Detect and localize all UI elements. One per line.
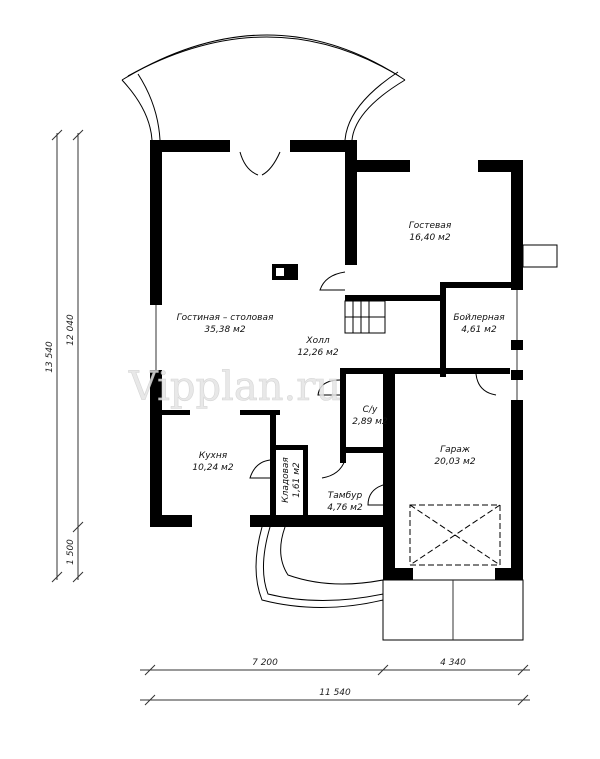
room-kitchen: Кухня 10,24 м2 [192,451,233,473]
room-living-area: 35,38 м2 [204,325,245,335]
side-canopy [522,244,558,268]
walls [150,140,523,580]
top-terrace [121,34,406,141]
room-storage-name: Кладовая [281,457,291,503]
room-guest-area: 16,40 м2 [409,233,450,243]
room-vestibule-name: Тамбур [328,491,363,501]
room-storage: Кладовая 1,61 м2 [281,457,302,503]
dimension-lines: 13 540 12 040 1 500 7 200 4 340 11 540 [45,129,530,706]
room-living: Гостиная – столовая 35,38 м2 [177,313,274,335]
room-kitchen-area: 10,24 м2 [192,463,233,473]
dim-vertical-main: 12 040 [66,314,76,346]
room-bathroom-area: 2,89 м2 [352,417,388,427]
dim-horizontal-total: 11 540 [319,688,351,698]
room-bathroom: С/у 2,89 м2 [352,405,388,427]
room-hall: Холл 12,26 м2 [297,336,338,358]
room-hall-area: 12,26 м2 [297,348,338,358]
room-guest-name: Гостевая [409,221,452,231]
watermark: Vipplan.ru [128,364,341,410]
room-hall-name: Холл [305,336,329,346]
room-garage: Гараж 20,03 м2 [434,445,475,467]
room-vestibule-area: 4,76 м2 [327,503,363,513]
room-boiler-area: 4,61 м2 [461,325,497,335]
room-kitchen-name: Кухня [199,451,228,461]
dim-vertical-porch: 1 500 [66,539,76,565]
room-vestibule: Тамбур 4,76 м2 [327,491,363,513]
room-living-name: Гостиная – столовая [177,313,274,323]
room-boiler-name: Бойлерная [453,313,505,323]
room-boiler: Бойлерная 4,61 м2 [453,313,505,335]
dim-horizontal-left: 7 200 [252,658,278,668]
doors [239,151,501,566]
room-bathroom-name: С/у [363,405,378,415]
room-guest: Гостевая 16,40 м2 [409,221,452,243]
bottom-porch [255,526,384,608]
room-garage-name: Гараж [440,445,471,455]
dim-vertical-total: 13 540 [45,341,55,373]
room-storage-area: 1,61 м2 [292,462,302,498]
dim-horizontal-right: 4 340 [440,658,466,668]
room-garage-area: 20,03 м2 [434,457,475,467]
